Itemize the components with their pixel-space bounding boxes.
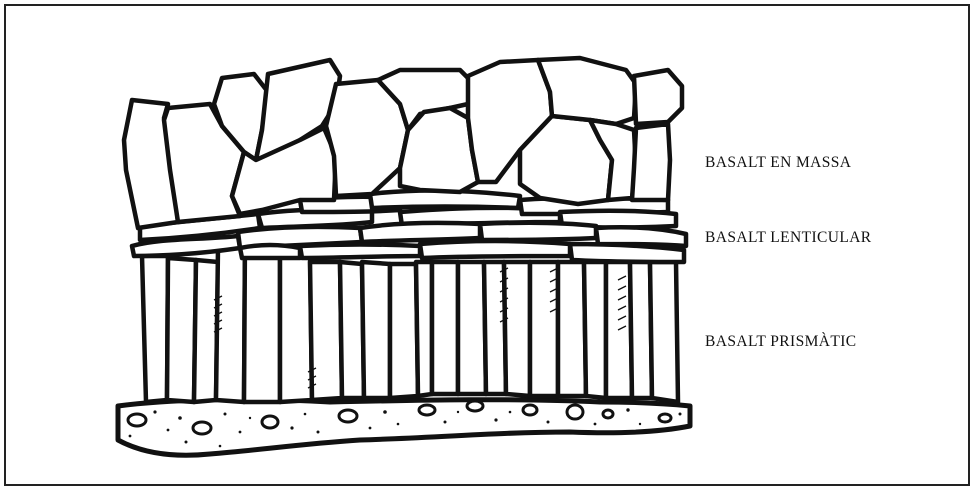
label-prismatic-basalt: BASALT PRISMÀTIC — [705, 333, 857, 351]
soil-layer — [118, 399, 690, 455]
label-massive-basalt: BASALT EN MASSA — [705, 154, 851, 172]
label-lenticular-basalt: BASALT LENTICULAR — [705, 229, 872, 247]
